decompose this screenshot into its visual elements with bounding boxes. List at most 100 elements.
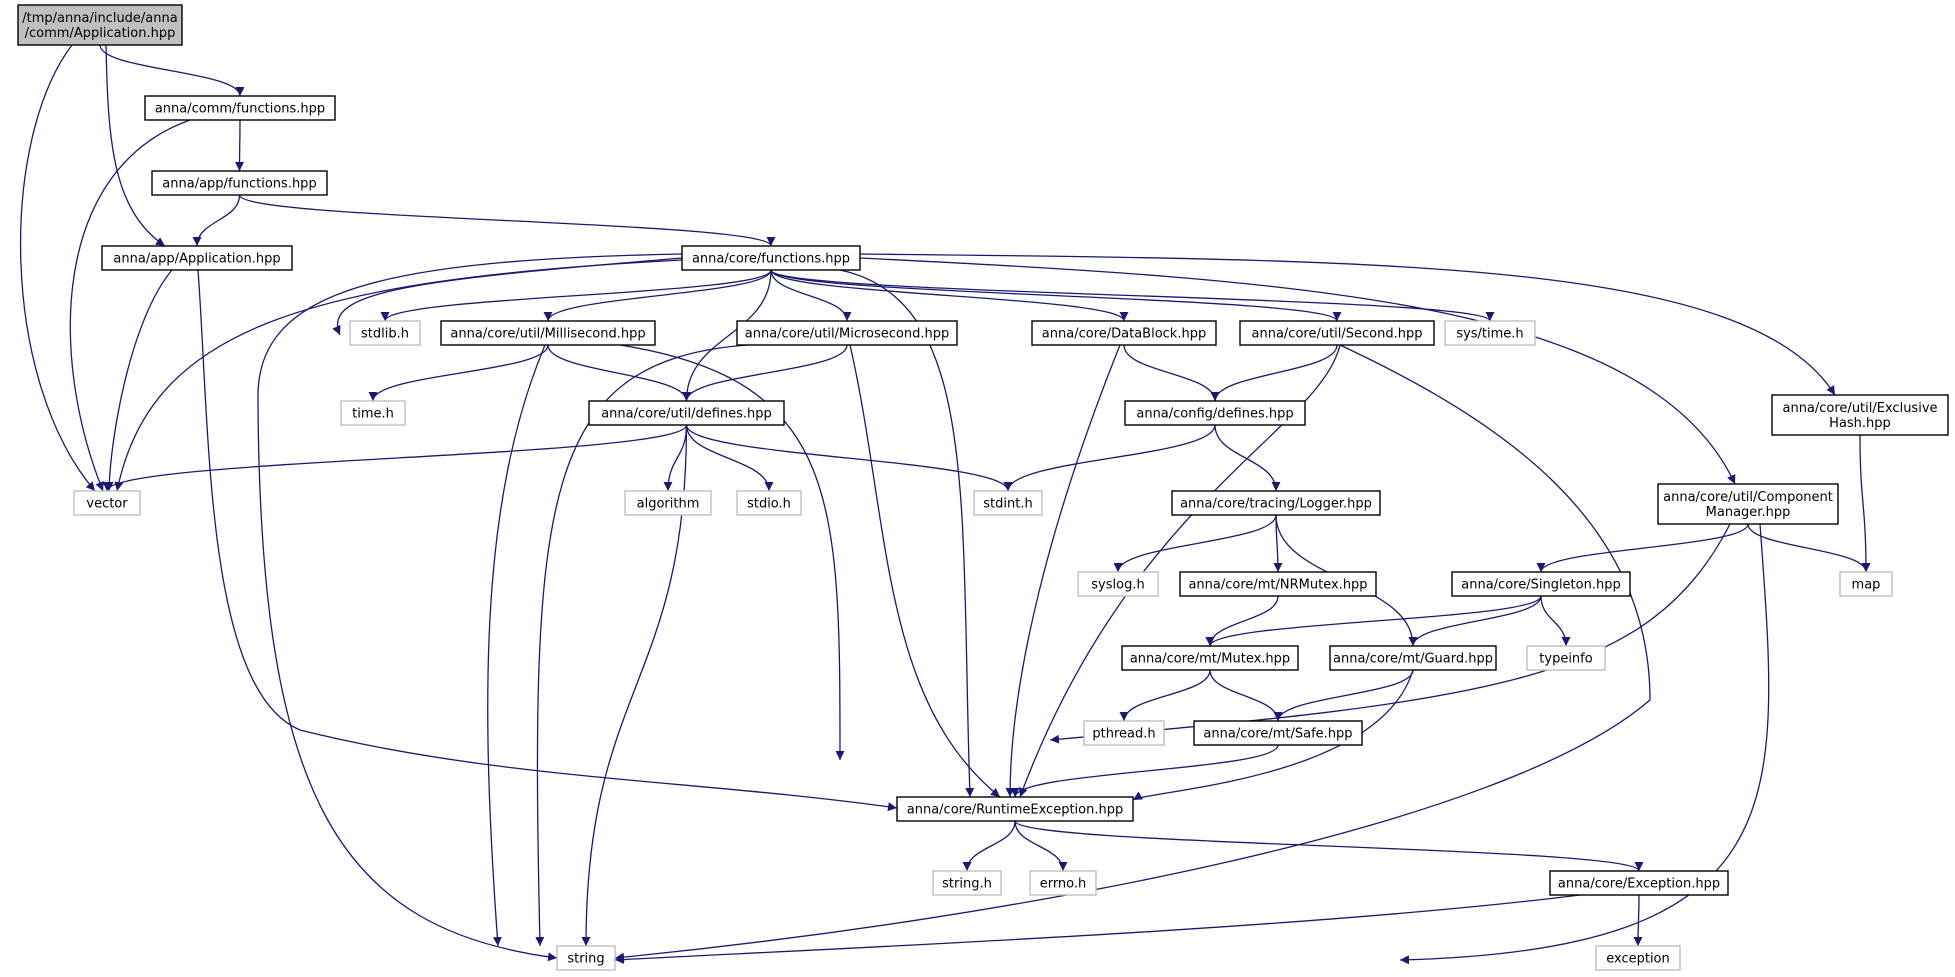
node-runtime-exception[interactable]: anna/core/RuntimeException.hpp bbox=[896, 796, 1134, 822]
edge-root-to-comm_functions bbox=[99, 44, 245, 97]
node-box bbox=[1031, 320, 1217, 346]
node-label: anna/core/mt/Guard.hpp bbox=[1333, 652, 1493, 667]
node-safe[interactable]: anna/core/mt/Safe.hpp bbox=[1193, 720, 1363, 746]
node-stdio-h: stdio.h bbox=[736, 490, 802, 516]
edge-arrow bbox=[685, 424, 1013, 492]
node-label: string bbox=[567, 952, 604, 967]
node-label: anna/core/mt/NRMutex.hpp bbox=[1188, 578, 1367, 593]
edge-arrow bbox=[1014, 820, 1644, 872]
node-exception-hpp[interactable]: anna/core/Exception.hpp bbox=[1549, 870, 1729, 896]
edge-arrow bbox=[1003, 424, 1216, 492]
node-app-functions[interactable]: anna/app/functions.hpp bbox=[151, 170, 328, 196]
node-label: stdlib.h bbox=[361, 327, 409, 342]
edge-second-to-config_defines bbox=[1210, 344, 1338, 402]
node-guard[interactable]: anna/core/mt/Guard.hpp bbox=[1329, 645, 1497, 671]
edge-singleton-to-typeinfo bbox=[1540, 595, 1571, 647]
edge-arrow bbox=[859, 257, 1736, 485]
node-comm-functions[interactable]: anna/comm/functions.hpp bbox=[144, 95, 336, 121]
node-box bbox=[17, 4, 183, 46]
node-label: stdio.h bbox=[747, 497, 791, 512]
node-label: anna/config/defines.hpp bbox=[1136, 407, 1293, 422]
edge-arrow bbox=[1123, 344, 1220, 402]
edge-logger-to-syslog_h bbox=[1113, 514, 1277, 573]
node-label: Manager.hpp bbox=[1706, 505, 1791, 520]
edge-component_manager-to-runtime_exception bbox=[1049, 523, 1731, 744]
edge-mutex-to-pthread_h bbox=[1119, 669, 1211, 722]
edge-exception_hpp-to-exception bbox=[1633, 894, 1643, 947]
node-second[interactable]: anna/core/util/Second.hpp bbox=[1239, 320, 1435, 346]
edge-arrow bbox=[105, 44, 166, 247]
edge-core_functions-to-sys_time_h bbox=[770, 269, 1495, 322]
edge-arrow bbox=[839, 269, 975, 798]
node-app-application[interactable]: anna/app/Application.hpp bbox=[101, 245, 293, 271]
node-datablock[interactable]: anna/core/DataBlock.hpp bbox=[1031, 320, 1217, 346]
edge-arrow bbox=[1049, 523, 1731, 744]
edge-arrow bbox=[547, 344, 691, 402]
node-box bbox=[1179, 571, 1377, 597]
node-box bbox=[1193, 720, 1363, 746]
node-label: string.h bbox=[942, 877, 992, 892]
node-microsecond[interactable]: anna/core/util/Microsecond.hpp bbox=[736, 320, 958, 346]
edge-arrow bbox=[1209, 669, 1283, 722]
edge-core_functions-to-stdlib_h bbox=[380, 269, 772, 322]
edge-util_defines-to-stdio_h bbox=[685, 424, 774, 492]
edge-arrow bbox=[1399, 523, 1770, 965]
edge-arrow bbox=[235, 119, 245, 172]
edge-exclusive_hash-to-map bbox=[1859, 434, 1871, 573]
edge-arrow bbox=[1005, 344, 1121, 798]
node-box bbox=[144, 95, 336, 121]
edge-arrow bbox=[1859, 434, 1871, 573]
node-millisecond[interactable]: anna/core/util/Millisecond.hpp bbox=[440, 320, 656, 346]
edge-guard-to-runtime_exception bbox=[1132, 669, 1414, 801]
edge-root-to-app_application bbox=[105, 44, 166, 247]
edge-app_application-to-runtime_exception bbox=[197, 269, 898, 812]
edge-app_functions-to-app_application bbox=[192, 194, 241, 247]
edge-arrow bbox=[1132, 669, 1414, 801]
node-root[interactable]: /tmp/anna/include/anna/comm/Application.… bbox=[17, 4, 183, 46]
node-box bbox=[1083, 720, 1165, 746]
edge-arrow bbox=[962, 820, 1016, 872]
node-box bbox=[1549, 870, 1729, 896]
edge-core_functions-to-second bbox=[770, 269, 1342, 322]
node-config-defines[interactable]: anna/config/defines.hpp bbox=[1124, 400, 1306, 426]
node-label: anna/app/functions.hpp bbox=[162, 177, 316, 192]
node-box bbox=[1526, 645, 1606, 671]
edge-arrow bbox=[380, 269, 772, 322]
edge-arrow bbox=[1747, 523, 1871, 573]
edge-component_manager-to-string bbox=[1399, 523, 1770, 965]
node-label: /tmp/anna/include/anna bbox=[22, 11, 177, 26]
node-core-functions[interactable]: anna/core/functions.hpp bbox=[681, 245, 861, 271]
node-label: sys/time.h bbox=[1456, 327, 1523, 342]
edge-arrow bbox=[1214, 424, 1281, 492]
edge-arrow bbox=[1210, 344, 1338, 402]
edge-millisecond-to-time_h bbox=[368, 344, 549, 402]
node-label: typeinfo bbox=[1539, 652, 1592, 667]
node-logger[interactable]: anna/core/tracing/Logger.hpp bbox=[1171, 490, 1381, 516]
node-pthread-h: pthread.h bbox=[1083, 720, 1165, 746]
edge-arrow bbox=[770, 269, 852, 322]
edge-runtime_exception-to-exception_hpp bbox=[1014, 820, 1644, 872]
node-mutex[interactable]: anna/core/mt/Mutex.hpp bbox=[1121, 645, 1299, 671]
edge-config_defines-to-logger bbox=[1214, 424, 1281, 492]
node-box bbox=[1077, 571, 1159, 597]
node-string-h: string.h bbox=[932, 870, 1002, 896]
edge-arrow bbox=[192, 194, 241, 247]
edge-arrow bbox=[614, 344, 1651, 962]
node-util-defines[interactable]: anna/core/util/defines.hpp bbox=[588, 400, 785, 426]
node-singleton[interactable]: anna/core/Singleton.hpp bbox=[1451, 571, 1631, 597]
edge-safe-to-runtime_exception bbox=[1010, 744, 1279, 798]
node-label: vector bbox=[86, 497, 128, 512]
node-box bbox=[1121, 645, 1299, 671]
edge-arrow bbox=[543, 269, 772, 322]
edge-core_functions-to-datablock bbox=[770, 269, 1129, 322]
edge-mutex-to-safe bbox=[1209, 669, 1283, 722]
edge-arrow bbox=[619, 344, 845, 761]
edge-core_functions-to-string bbox=[257, 253, 683, 962]
edge-app_functions-to-core_functions bbox=[238, 194, 776, 247]
node-box bbox=[440, 320, 656, 346]
edge-config_defines-to-stdint_h bbox=[1003, 424, 1216, 492]
node-nrmutex[interactable]: anna/core/mt/NRMutex.hpp bbox=[1179, 571, 1377, 597]
edge-millisecond-to-util_defines bbox=[547, 344, 691, 402]
